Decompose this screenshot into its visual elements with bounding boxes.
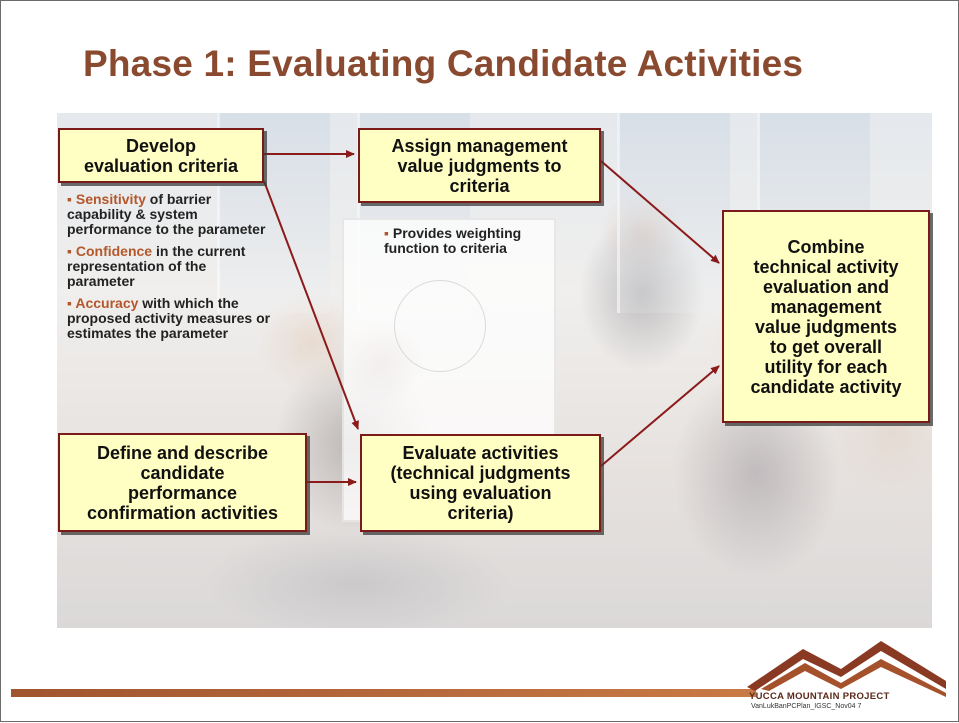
- criteria-bullet: ▪ Confidence in the current representati…: [67, 243, 246, 289]
- arrow-evaluate-to-combine: [600, 365, 720, 467]
- box-line: evaluation and: [762, 276, 890, 297]
- box-line: performance: [127, 482, 238, 503]
- box-line: Combine: [787, 236, 865, 257]
- box-evaluate-activities: Evaluate activities (technical judgments…: [360, 434, 601, 532]
- assign-note: ▪ Provides weighting function to criteri…: [384, 225, 522, 256]
- box-line: confirmation activities: [86, 502, 279, 523]
- box-line: Assign management: [391, 135, 568, 156]
- box-line: utility for each: [764, 356, 888, 377]
- assign-note-text: Provides weighting function to criteria: [384, 225, 522, 256]
- box-line: value judgments: [754, 316, 898, 337]
- bullet-keyword: Accuracy: [75, 295, 139, 311]
- box-line: criteria): [447, 503, 514, 523]
- box-line: technical activity: [753, 256, 899, 277]
- bullet-text: with which the proposed activity measure…: [67, 295, 271, 341]
- logo-wordmark: YUCCA MOUNTAIN PROJECT: [749, 691, 890, 702]
- box-line: management: [770, 296, 882, 317]
- bullet-text: of barrier capability & system performan…: [67, 191, 266, 237]
- arrow-assign-to-combine: [600, 160, 720, 264]
- box-define-activities: Define and describe candidate performanc…: [58, 433, 307, 532]
- arrow-develop-to-evaluate: [263, 180, 359, 430]
- box-line: candidate: [140, 462, 225, 483]
- window-pane: [617, 113, 730, 313]
- criteria-bullet-list: ▪ Sensitivity of barrier capability & sy…: [67, 192, 277, 348]
- bullet-keyword: Sensitivity: [75, 191, 146, 207]
- box-line: Evaluate activities: [402, 443, 559, 463]
- box-line: Define and describe: [96, 442, 269, 463]
- file-label: VanLukBanPCPlan_IGSC_Nov04 7: [751, 703, 862, 710]
- box-line: to get overall: [769, 336, 883, 357]
- box-assign-judgments: Assign management value judgments to cri…: [358, 128, 601, 203]
- footer-rule: [11, 689, 756, 697]
- box-line: candidate activity: [750, 376, 902, 397]
- criteria-bullet: ▪ Sensitivity of barrier capability & sy…: [67, 191, 266, 237]
- bullet-keyword: Confidence: [75, 243, 153, 259]
- criteria-bullet: ▪ Accuracy with which the proposed activ…: [67, 295, 271, 341]
- box-line: evaluation criteria: [83, 155, 239, 176]
- bullet-text: in the current representation of the par…: [67, 243, 246, 289]
- box-line: criteria: [449, 175, 510, 196]
- box-line: using evaluation: [409, 483, 552, 503]
- box-line: Develop: [125, 135, 196, 156]
- box-line: value judgments to: [397, 155, 562, 176]
- box-develop-criteria: Develop evaluation criteria: [58, 128, 264, 183]
- box-line: (technical judgments: [390, 463, 571, 483]
- slide-title: Phase 1: Evaluating Candidate Activities: [83, 43, 804, 84]
- box-combine-utility: Combine technical activity evaluation an…: [722, 210, 930, 423]
- yucca-mountain-logo-icon: [747, 641, 946, 697]
